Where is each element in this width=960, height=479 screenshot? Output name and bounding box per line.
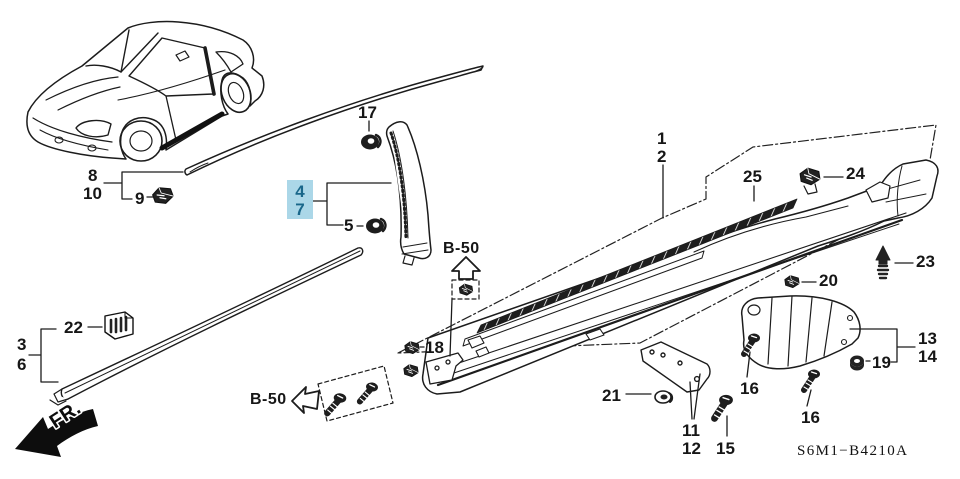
door-pillar-garnish-shape <box>385 121 432 266</box>
part-callout-13[interactable]: 13 <box>918 329 937 348</box>
part-callout-23[interactable]: 23 <box>916 252 935 271</box>
plate-shape <box>640 341 711 393</box>
part-callout-25[interactable]: 25 <box>743 167 762 186</box>
molding-strip-25-shape <box>476 198 798 334</box>
part-callout-17[interactable]: 17 <box>358 103 377 122</box>
subref-label-b50: B-50 <box>250 391 287 408</box>
phantom-outline <box>397 124 937 354</box>
b50-dashed-box-top <box>451 279 480 300</box>
grommet-21-icon <box>654 390 674 404</box>
part-callout-12[interactable]: 12 <box>682 439 701 458</box>
nut-19-icon <box>850 355 864 371</box>
part-callout-11[interactable]: 11 <box>682 421 700 440</box>
part-callout-14[interactable]: 14 <box>918 347 937 366</box>
fastener-23-icon <box>875 245 891 280</box>
diagram-code: S6M1−B4210A <box>797 443 909 459</box>
part-callout-22[interactable]: 22 <box>64 318 83 337</box>
part-callout-20[interactable]: 20 <box>819 271 838 290</box>
part-callout-18[interactable]: 18 <box>425 338 444 357</box>
part-callout-24[interactable]: 24 <box>846 164 865 183</box>
part-callout-6[interactable]: 6 <box>17 355 27 374</box>
part-callout-16[interactable]: 16 <box>740 379 759 398</box>
side-sill-garnish-shape <box>421 159 939 395</box>
sill-end-flange-shape <box>425 352 464 385</box>
part-callout-4[interactable]: 4 <box>295 182 305 201</box>
b50-dashed-box-left <box>317 365 394 422</box>
part-callout-5[interactable]: 5 <box>344 216 354 235</box>
clip-22-icon <box>104 311 134 340</box>
part-callout-2[interactable]: 2 <box>657 147 667 166</box>
leader-lines <box>28 120 916 437</box>
part-callout-10[interactable]: 10 <box>83 184 102 203</box>
stay-bracket-shape <box>740 295 861 370</box>
door-molding-shape <box>49 247 364 406</box>
car-illustration <box>26 20 265 162</box>
part-callout-16[interactable]: 16 <box>801 408 820 427</box>
part-callout-7[interactable]: 7 <box>295 200 305 219</box>
b50-left-arrow-icon <box>291 386 320 414</box>
part-callout-8[interactable]: 8 <box>88 166 98 185</box>
part-callout-19[interactable]: 19 <box>872 353 891 372</box>
b50-up-arrow-icon <box>451 256 481 280</box>
part-callout-3[interactable]: 3 <box>17 335 27 354</box>
part-callout-9[interactable]: 9 <box>135 189 145 208</box>
part-callout-15[interactable]: 15 <box>716 439 735 458</box>
part-callout-1[interactable]: 1 <box>657 129 667 148</box>
subref-label-b50: B-50 <box>443 240 480 257</box>
highlight-rect <box>287 180 313 219</box>
roof-molding-shape <box>184 65 484 176</box>
clip-24-leg <box>803 183 818 195</box>
part-callout-21[interactable]: 21 <box>602 386 621 405</box>
